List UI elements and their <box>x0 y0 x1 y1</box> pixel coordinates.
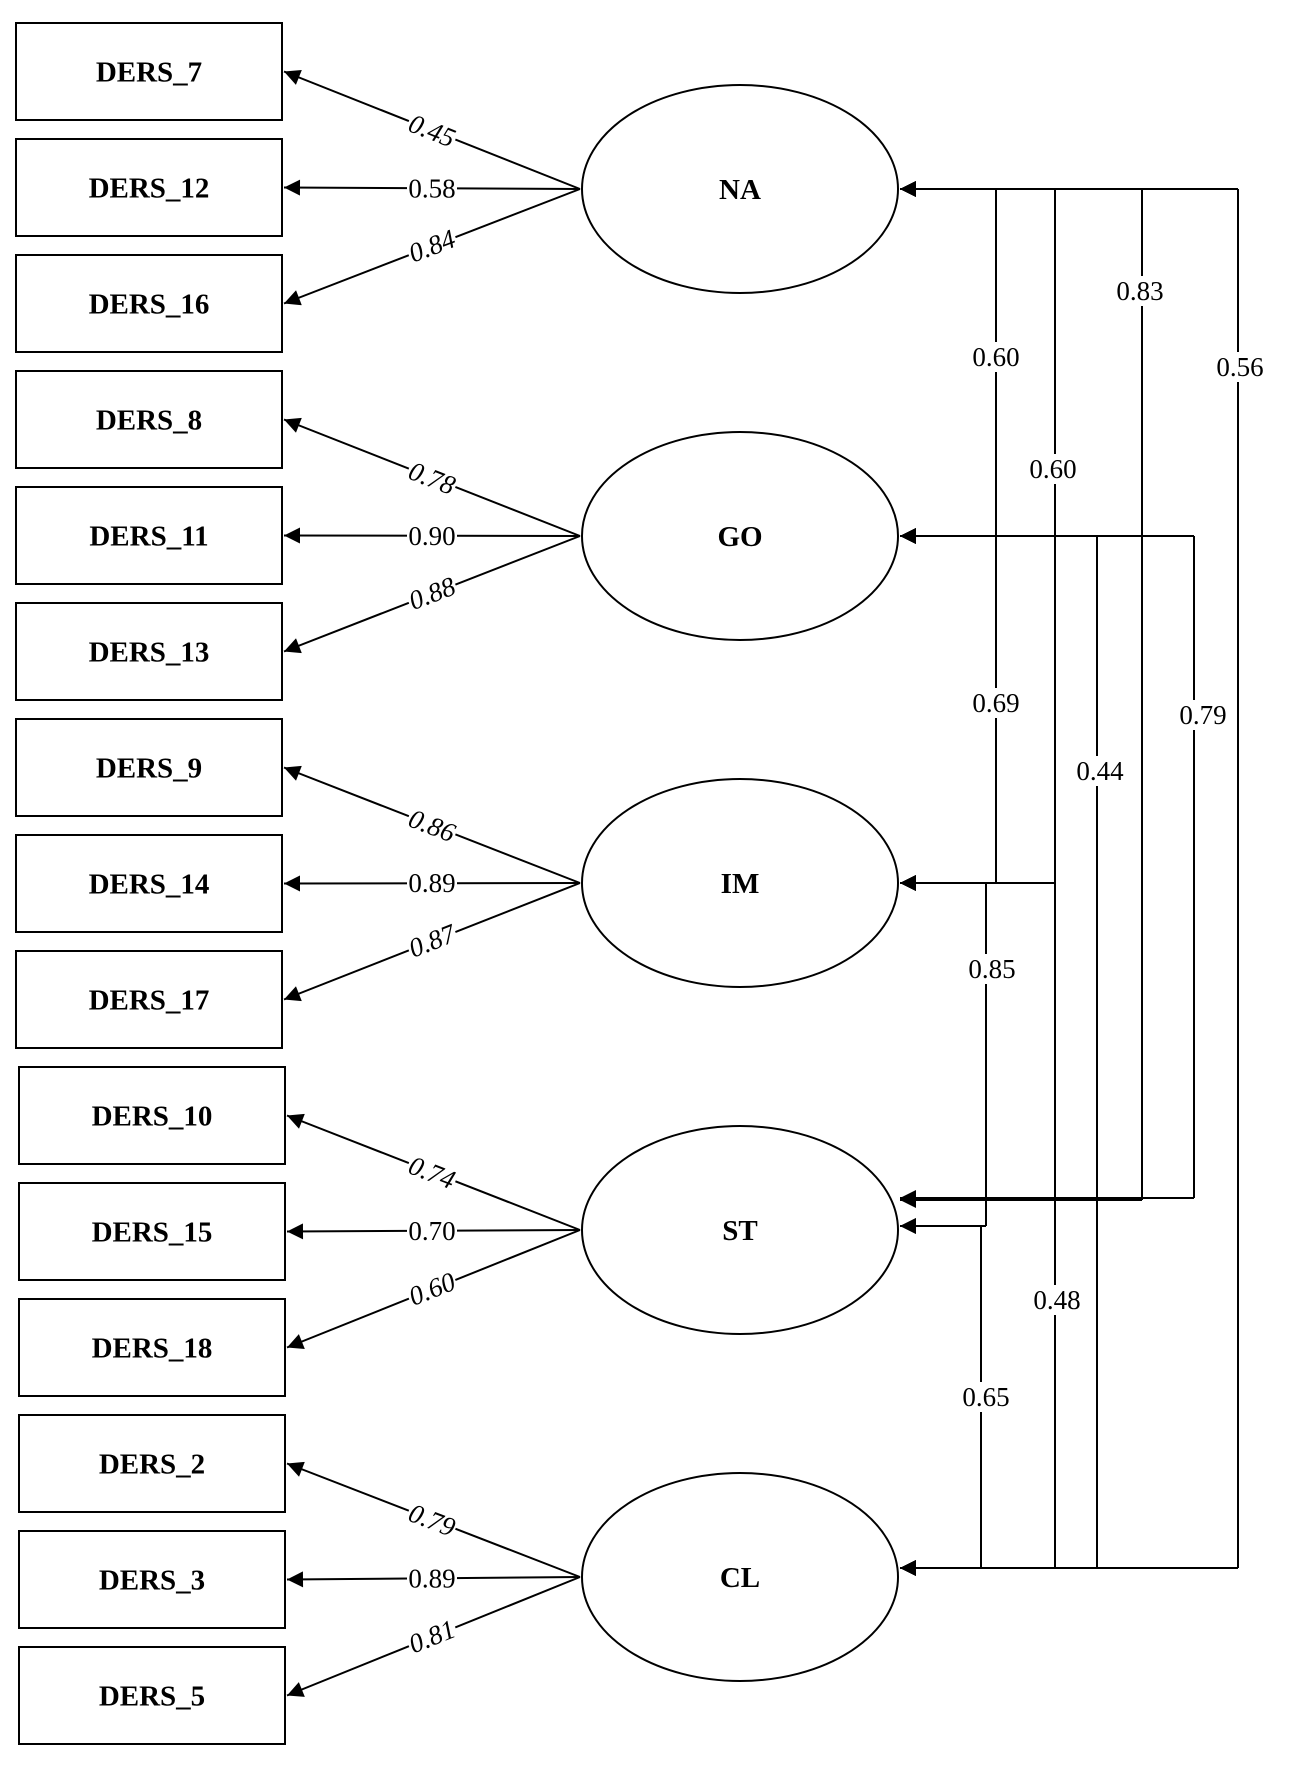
factor-label: IM <box>721 868 760 900</box>
indicator-box-ders-10: DERS_10 <box>18 1066 286 1165</box>
loading-path: 0.70 <box>286 1216 581 1246</box>
indicator-label: DERS_10 <box>92 1101 213 1133</box>
loading-path: 0.86 <box>283 765 581 884</box>
indicator-box-ders-13: DERS_13 <box>15 602 283 701</box>
svg-text:0.85: 0.85 <box>968 954 1015 984</box>
loading-path: 0.88 <box>283 535 581 654</box>
svg-text:0.56: 0.56 <box>1216 352 1263 382</box>
correlation-value-im-st: 0.85 <box>962 954 1022 984</box>
loading-path: 0.60 <box>286 1229 581 1349</box>
svg-text:0.60: 0.60 <box>972 342 1019 372</box>
correlation-value-na-st: 0.83 <box>1110 276 1170 306</box>
loading-path: 0.84 <box>283 188 581 306</box>
indicator-box-ders-12: DERS_12 <box>15 138 283 237</box>
correlation-value-na-go: 0.60 <box>966 342 1026 372</box>
indicator-label: DERS_2 <box>99 1449 205 1481</box>
indicator-label: DERS_18 <box>92 1333 213 1365</box>
loading-path: 0.89 <box>283 868 581 898</box>
svg-text:0.60: 0.60 <box>1029 454 1076 484</box>
indicator-label: DERS_5 <box>99 1681 205 1713</box>
indicator-label: DERS_3 <box>99 1565 205 1597</box>
factor-label: CL <box>720 1562 760 1594</box>
indicator-box-ders-15: DERS_15 <box>18 1182 286 1281</box>
factor-go: GO <box>581 431 899 641</box>
correlation-value-go-im: 0.69 <box>966 688 1026 718</box>
indicator-label: DERS_17 <box>89 985 210 1017</box>
factor-na: NA <box>581 84 899 294</box>
indicator-label: DERS_12 <box>89 173 210 205</box>
correlation-go-st <box>900 528 1195 1206</box>
indicator-label: DERS_8 <box>96 405 202 437</box>
indicator-box-ders-8: DERS_8 <box>15 370 283 469</box>
indicator-label: DERS_11 <box>89 521 208 553</box>
loading-value: 0.89 <box>408 868 455 898</box>
correlation-value-go-st: 0.79 <box>1173 700 1233 730</box>
loading-value: 0.84 <box>405 223 460 268</box>
loading-path: 0.90 <box>283 521 581 551</box>
svg-text:0.65: 0.65 <box>962 1382 1009 1412</box>
factor-st: ST <box>581 1125 899 1335</box>
correlation-im-st <box>900 875 987 1234</box>
indicator-box-ders-18: DERS_18 <box>18 1298 286 1397</box>
correlation-value-st-cl: 0.65 <box>956 1382 1016 1412</box>
svg-text:0.48: 0.48 <box>1033 1285 1080 1315</box>
indicator-box-ders-7: DERS_7 <box>15 22 283 121</box>
loading-path: 0.89 <box>286 1563 581 1593</box>
indicator-label: DERS_9 <box>96 753 202 785</box>
loading-path: 0.74 <box>286 1113 581 1231</box>
indicator-box-ders-9: DERS_9 <box>15 718 283 817</box>
loading-value: 0.90 <box>408 521 455 551</box>
indicator-box-ders-16: DERS_16 <box>15 254 283 353</box>
factor-label: GO <box>717 521 762 553</box>
indicator-box-ders-14: DERS_14 <box>15 834 283 933</box>
correlation-value-na-cl: 0.56 <box>1210 352 1270 382</box>
correlation-na-cl <box>900 181 1239 1576</box>
correlation-value-go-cl: 0.44 <box>1070 756 1130 786</box>
loading-value: 0.89 <box>408 1563 455 1593</box>
indicator-label: DERS_15 <box>92 1217 213 1249</box>
svg-text:0.83: 0.83 <box>1116 276 1163 306</box>
loading-value: 0.70 <box>408 1216 455 1246</box>
loading-path: 0.81 <box>286 1576 581 1697</box>
factor-im: IM <box>581 778 899 988</box>
indicator-label: DERS_7 <box>96 57 202 89</box>
factor-label: ST <box>722 1215 757 1247</box>
loading-value: 0.58 <box>408 173 455 203</box>
loading-path: 0.58 <box>283 173 581 203</box>
factor-cl: CL <box>581 1472 899 1682</box>
indicator-label: DERS_14 <box>89 869 210 901</box>
indicator-box-ders-17: DERS_17 <box>15 950 283 1049</box>
indicator-box-ders-5: DERS_5 <box>18 1646 286 1745</box>
correlation-value-na-im: 0.60 <box>1023 454 1083 484</box>
loading-path: 0.79 <box>286 1461 581 1578</box>
indicator-box-ders-3: DERS_3 <box>18 1530 286 1629</box>
correlation-value-im-cl: 0.48 <box>1027 1285 1087 1315</box>
factor-label: NA <box>719 174 761 206</box>
indicator-label: DERS_16 <box>89 289 210 321</box>
loading-path: 0.78 <box>283 417 581 537</box>
indicator-label: DERS_13 <box>89 637 210 669</box>
loading-path: 0.45 <box>283 69 581 190</box>
svg-text:0.79: 0.79 <box>1179 700 1226 730</box>
indicator-box-ders-2: DERS_2 <box>18 1414 286 1513</box>
svg-text:0.69: 0.69 <box>972 688 1019 718</box>
indicator-box-ders-11: DERS_11 <box>15 486 283 585</box>
loading-path: 0.87 <box>283 882 581 1002</box>
svg-text:0.44: 0.44 <box>1076 756 1124 786</box>
loading-value: 0.74 <box>405 1150 460 1195</box>
